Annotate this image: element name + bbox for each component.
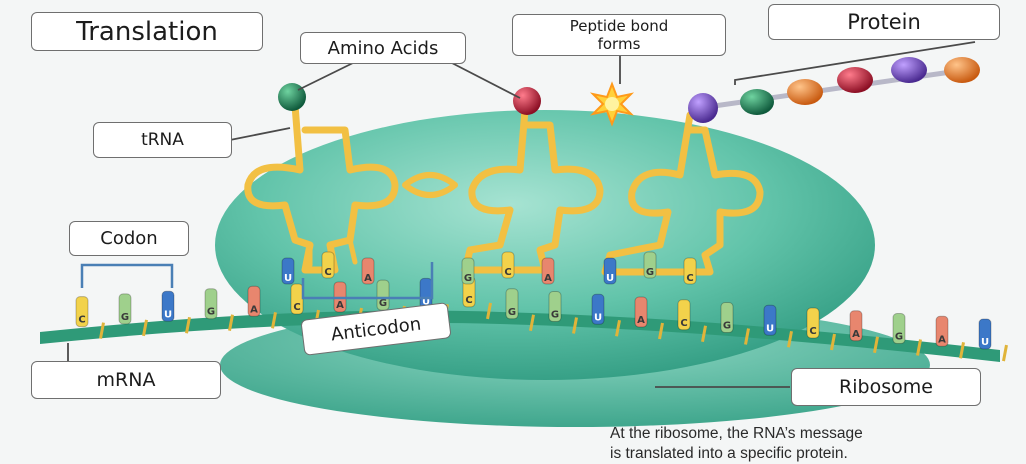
diagram-title: Translation [31, 12, 263, 51]
mrna-base-3-letter: U [164, 309, 172, 320]
amino-acid-beads [278, 57, 980, 123]
mrna-base-14: A [634, 296, 648, 328]
anticodon-3-base-2: G [643, 251, 657, 279]
mrna-base-5: A [247, 285, 261, 317]
peptide-links [699, 67, 966, 111]
mrna-base-15: C [677, 299, 691, 331]
anticodon-1-base-1: U [281, 257, 295, 285]
peptide-bond-label-text: Peptide bond forms [569, 17, 669, 53]
protein-bead-orange [787, 79, 823, 105]
mrna-base-11-letter: G [508, 307, 516, 318]
trna-label: tRNA [93, 122, 232, 158]
mrna-base-20: G [892, 313, 906, 345]
anticodon-3-base-3-letter: C [686, 273, 693, 284]
mrna-base-3: U [161, 290, 175, 322]
mrna-base-22-letter: U [981, 337, 989, 348]
mrna-label: mRNA [31, 361, 221, 399]
anticodon-1-base-3: A [361, 257, 375, 285]
peptide-bond-burst-icon [589, 81, 635, 127]
anticodon-2-base-1-letter: G [464, 273, 472, 284]
mrna-base-6-letter: C [293, 302, 300, 313]
anticodon-2-base-2-letter: C [504, 267, 511, 278]
mrna-base-9-letter: U [422, 296, 430, 307]
protein-bead-purple-2 [891, 57, 927, 83]
anticodon-2-base-3: A [541, 257, 555, 285]
mrna-base-6: C [290, 283, 304, 315]
anticodon-3-base-2-letter: G [646, 267, 654, 278]
leader-lines [67, 41, 976, 388]
peptide-bond-label: Peptide bond forms [512, 14, 726, 56]
mrna-base-13: U [591, 293, 605, 325]
mrna-base-21-letter: A [938, 334, 946, 345]
protein-bead-green [740, 89, 774, 115]
protein-label: Protein [768, 4, 1000, 40]
mrna-base-19-letter: A [852, 329, 860, 340]
mrna-base-10: C [462, 276, 476, 308]
anticodon-1-base-1-letter: U [284, 273, 292, 284]
mrna-base-12: G [548, 291, 562, 323]
caption: At the ribosome, the RNA’s message is tr… [610, 424, 1020, 464]
protein-bead-purple [688, 93, 718, 123]
codon-bracket [80, 263, 174, 288]
mrna-base-18: C [806, 307, 820, 339]
mrna-base-2: G [118, 293, 132, 325]
mrna-base-8-letter: G [379, 298, 387, 309]
ribosome-label: Ribosome [791, 368, 981, 406]
anticodon-2-base-2: C [501, 251, 515, 279]
mrna-base-14-letter: A [637, 315, 645, 326]
mrna-base-19: A [849, 310, 863, 342]
anticodon-1-base-2: C [321, 251, 335, 279]
mrna-base-8: G [376, 279, 390, 311]
protein-bead-red [837, 67, 873, 93]
mrna-base-20-letter: G [895, 332, 903, 343]
amino-acids-label: Amino Acids [300, 32, 466, 64]
anticodon-3-base-3: C [683, 257, 697, 285]
mrna-base-16: G [720, 302, 734, 334]
mrna-base-10-letter: C [465, 295, 472, 306]
mrna-base-18-letter: C [809, 326, 816, 337]
anticodon-1-base-2-letter: C [324, 267, 331, 278]
mrna-base-15-letter: C [680, 318, 687, 329]
mrna-base-4: G [204, 288, 218, 320]
mrna-base-7-letter: A [336, 300, 344, 311]
mrna-base-21: A [935, 315, 949, 347]
mrna-base-5-letter: A [250, 304, 258, 315]
anticodon-bracket [301, 262, 434, 300]
mrna-base-16-letter: G [723, 321, 731, 332]
anticodon-3-base-1: U [603, 257, 617, 285]
protein-bead-orange-2 [944, 57, 980, 83]
anticodon-3-base-1-letter: U [606, 273, 614, 284]
mrna-base-12-letter: G [551, 310, 559, 321]
mrna-base-17-letter: U [766, 323, 774, 334]
mrna-base-22: U [978, 318, 992, 350]
trna-3 [601, 111, 764, 276]
caption-line-2: is translated into a specific protein. [610, 445, 848, 462]
amino-acid-2 [513, 87, 541, 115]
anticodon-2-base-1: G [461, 257, 475, 285]
mrna-base-1: C [75, 296, 89, 328]
mrna-base-4-letter: G [207, 307, 215, 318]
anticodon-2-base-3-letter: A [544, 273, 552, 284]
anticodon-1-base-3-letter: A [364, 273, 372, 284]
caption-line-1: At the ribosome, the RNA’s message [610, 425, 863, 442]
mrna-base-17: U [763, 304, 777, 336]
codon-label: Codon [69, 221, 189, 256]
mrna-base-11: G [505, 288, 519, 320]
mrna-base-2-letter: G [121, 312, 129, 323]
mrna-base-13-letter: U [594, 312, 602, 323]
mrna-base-1-letter: C [78, 315, 85, 326]
